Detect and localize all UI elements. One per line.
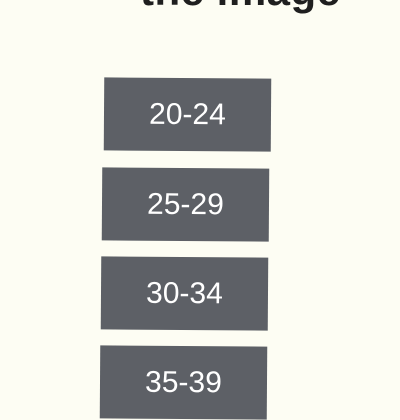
- age-option-20-24[interactable]: 20-24: [103, 77, 272, 152]
- age-option-30-34[interactable]: 30-34: [100, 256, 269, 331]
- age-option-35-39[interactable]: 35-39: [99, 345, 268, 420]
- age-option-25-29[interactable]: 25-29: [101, 167, 270, 242]
- age-range-options: 20-24 25-29 30-34 35-39: [99, 77, 272, 420]
- page-heading: the image: [140, 0, 341, 12]
